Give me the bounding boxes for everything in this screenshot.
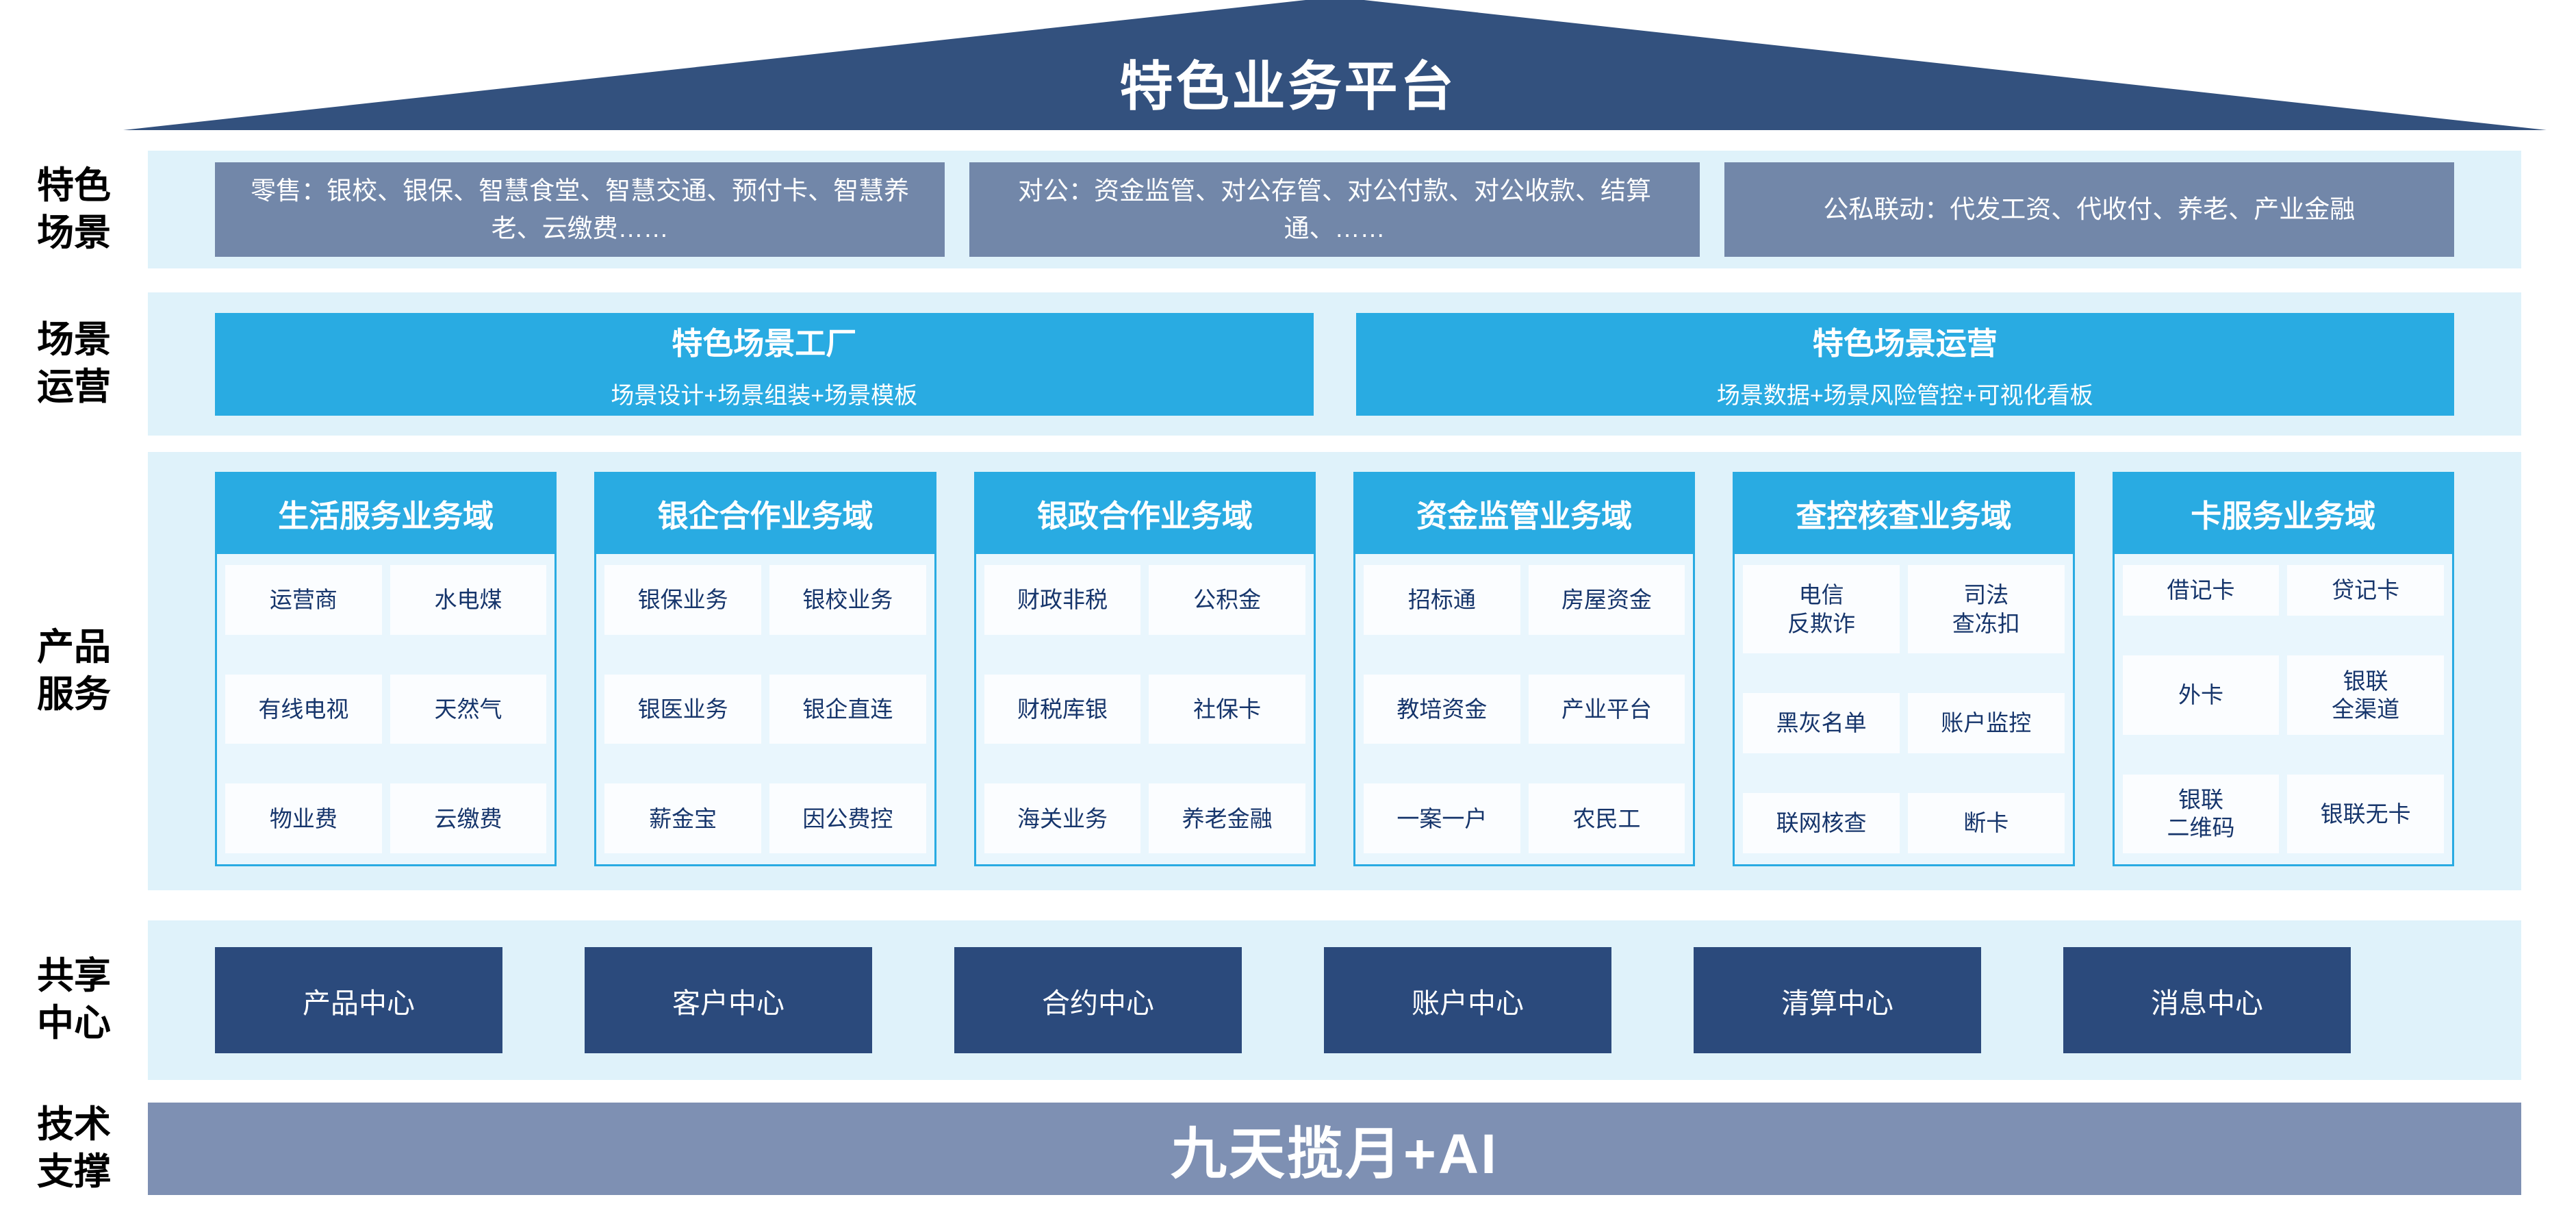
column-header: 银政合作业务域: [973, 472, 1316, 554]
product-cell: 农民工: [1528, 783, 1685, 853]
column-body: 银保业务 银校业务 银医业务 银企直连 薪金宝 因公费控: [594, 554, 936, 866]
scenario-factory-title: 特色场景工厂: [672, 325, 857, 361]
product-cell: 财政非税: [984, 565, 1141, 635]
product-cell: 外卡: [2122, 655, 2280, 735]
product-cell: 银医业务: [604, 674, 761, 744]
center-box-product: 产品中心: [215, 947, 502, 1053]
product-cell: 因公费控: [769, 783, 926, 853]
center-box-message: 消息中心: [2063, 947, 2351, 1053]
product-cell: 银企直连: [769, 674, 926, 744]
product-cell: 司法 查冻扣: [1907, 565, 2065, 654]
product-cell: 招标通: [1363, 565, 1520, 635]
product-cell: 借记卡: [2122, 565, 2280, 616]
products-panel: 生活服务业务域 运营商 水电煤 有线电视 天然气 物业费 云缴费 银企合作业务域…: [148, 452, 2521, 890]
product-cell: 公积金: [1149, 565, 1305, 635]
center-box-clearing: 清算中心: [1694, 947, 1981, 1053]
column-body: 电信 反欺诈 司法 查冻扣 黑灰名单 账户监控 联网核查 断卡: [1733, 554, 2075, 866]
product-cell: 养老金融: [1149, 783, 1305, 853]
scenario-factory-subtitle: 场景设计+场景组装+场景模板: [611, 382, 918, 409]
row-label-centers: 共享 中心: [37, 955, 111, 1044]
product-cell: 银校业务: [769, 565, 926, 635]
column-header: 查控核查业务域: [1733, 472, 2075, 554]
column-body: 招标通 房屋资金 教培资金 产业平台 一案一户 农民工: [1353, 554, 1696, 866]
product-column-bank-government: 银政合作业务域 财政非税 公积金 财税库银 社保卡 海关业务 养老金融: [973, 472, 1316, 866]
product-cell: 贷记卡: [2287, 565, 2444, 616]
product-cell: 联网核查: [1743, 793, 1900, 853]
product-cell: 水电煤: [390, 565, 547, 635]
product-cell: 云缴费: [390, 783, 547, 853]
product-cell: 黑灰名单: [1743, 693, 1900, 754]
product-cell: 银联 二维码: [2122, 774, 2280, 853]
scenario-box-retail: 零售：银校、银保、智慧食堂、智慧交通、预付卡、智慧养老、云缴费……: [215, 162, 945, 257]
column-body: 财政非税 公积金 财税库银 社保卡 海关业务 养老金融: [973, 554, 1316, 866]
column-body: 借记卡 贷记卡 外卡 银联 全渠道 银联 二维码 银联无卡: [2112, 554, 2454, 866]
product-cell: 账户监控: [1907, 693, 2065, 754]
row-label-operations: 场景 运营: [37, 319, 111, 408]
center-box-account: 账户中心: [1324, 947, 1611, 1053]
product-cell: 天然气: [390, 674, 547, 744]
product-cell: 银保业务: [604, 565, 761, 635]
product-column-bank-enterprise: 银企合作业务域 银保业务 银校业务 银医业务 银企直连 薪金宝 因公费控: [594, 472, 936, 866]
scenario-factory-box: 特色场景工厂 场景设计+场景组装+场景模板: [215, 312, 1314, 416]
row-label-products: 产品 服务: [37, 627, 111, 716]
product-column-life-services: 生活服务业务域 运营商 水电煤 有线电视 天然气 物业费 云缴费: [215, 472, 557, 866]
product-cell: 运营商: [225, 565, 382, 635]
product-column-inquiry-verification: 查控核查业务域 电信 反欺诈 司法 查冻扣 黑灰名单 账户监控 联网核查 断卡: [1733, 472, 2075, 866]
scenarios-panel: 零售：银校、银保、智慧食堂、智慧交通、预付卡、智慧养老、云缴费…… 对公：资金监…: [148, 151, 2521, 268]
product-cell: 电信 反欺诈: [1743, 565, 1900, 654]
product-cell: 财税库银: [984, 674, 1141, 744]
product-cell: 社保卡: [1149, 674, 1305, 744]
product-cell: 薪金宝: [604, 783, 761, 853]
product-cell: 一案一户: [1363, 783, 1520, 853]
product-cell: 银联 全渠道: [2287, 655, 2444, 735]
product-cell: 银联无卡: [2287, 774, 2444, 853]
operations-panel: 特色场景工厂 场景设计+场景组装+场景模板 特色场景运营 场景数据+场景风险管控…: [148, 292, 2521, 436]
column-header: 资金监管业务域: [1353, 472, 1696, 554]
product-cell: 房屋资金: [1528, 565, 1685, 635]
row-label-tech: 技术 支撑: [37, 1104, 111, 1193]
product-cell: 海关业务: [984, 783, 1141, 853]
column-header: 生活服务业务域: [215, 472, 557, 554]
column-body: 运营商 水电煤 有线电视 天然气 物业费 云缴费: [215, 554, 557, 866]
column-header: 卡服务业务域: [2112, 472, 2454, 554]
scenario-operation-title: 特色场景运营: [1812, 325, 1998, 361]
scenario-box-corporate: 对公：资金监管、对公存管、对公付款、对公收款、结算通、……: [969, 162, 1700, 257]
column-header: 银企合作业务域: [594, 472, 936, 554]
product-cell: 断卡: [1907, 793, 2065, 853]
row-label-scenarios: 特色 场景: [37, 165, 111, 254]
centers-panel: 产品中心 客户中心 合约中心 账户中心 清算中心 消息中心: [148, 920, 2521, 1080]
scenario-box-public-private: 公私联动：代发工资、代收付、养老、产业金融: [1724, 162, 2454, 257]
center-box-customer: 客户中心: [585, 947, 872, 1053]
tech-support-bar: 九天揽月+AI: [148, 1103, 2521, 1195]
platform-title: 特色业务平台: [1119, 56, 1457, 116]
product-column-card-services: 卡服务业务域 借记卡 贷记卡 外卡 银联 全渠道 银联 二维码 银联无卡: [2112, 472, 2454, 866]
product-cell: 教培资金: [1363, 674, 1520, 744]
scenario-operation-subtitle: 场景数据+场景风险管控+可视化看板: [1716, 382, 2093, 409]
center-box-contract: 合约中心: [954, 947, 1242, 1053]
product-cell: 有线电视: [225, 674, 382, 744]
product-cell: 产业平台: [1528, 674, 1685, 744]
scenario-operation-box: 特色场景运营 场景数据+场景风险管控+可视化看板: [1355, 312, 2454, 416]
product-cell: 物业费: [225, 783, 382, 853]
tech-bar-title: 九天揽月+AI: [1171, 1123, 1499, 1185]
product-column-fund-supervision: 资金监管业务域 招标通 房屋资金 教培资金 产业平台 一案一户 农民工: [1353, 472, 1696, 866]
